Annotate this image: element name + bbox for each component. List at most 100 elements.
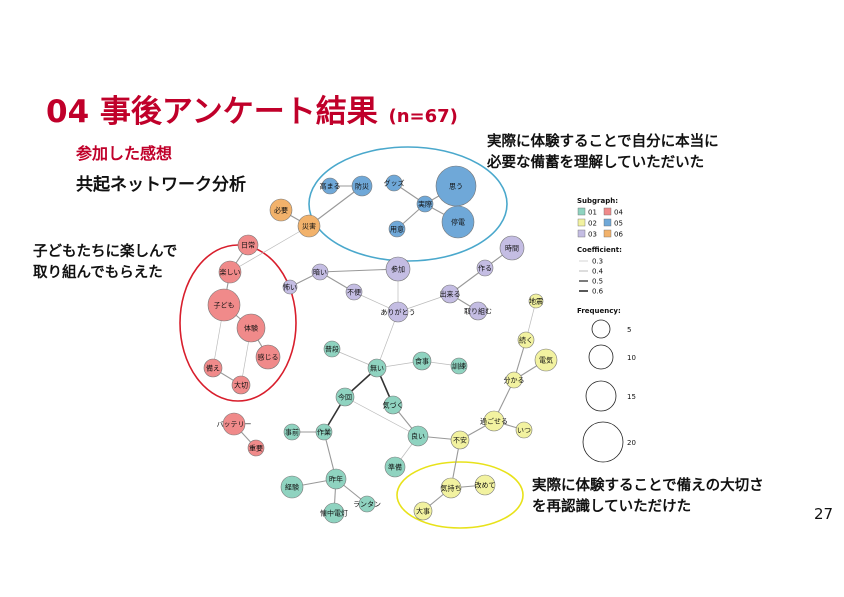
node-label-n43: 気づく: [383, 401, 404, 410]
title-sample-size: (n=67): [388, 106, 458, 127]
node-n42: [335, 387, 355, 407]
annotation-blue-line-2: 必要な備蓄を理解していただいた: [487, 155, 705, 171]
network-nodes: 思う停電実際グッズ防災高まる用意必要災害時間作る参加暗い怖い不便出来るありがとう…: [203, 165, 558, 524]
node-n11: [476, 259, 494, 277]
node-label-n35: 気持ち: [441, 484, 462, 493]
node-label-n25: 大切: [234, 381, 248, 390]
node-n33: [515, 421, 533, 439]
node-label-n48: 経験: [285, 483, 299, 492]
node-n15: [345, 283, 363, 301]
node-n49: [325, 468, 347, 490]
node-label-n10: 時間: [505, 245, 519, 253]
page-number: 27: [814, 505, 834, 523]
legend-swatch-06: [603, 229, 612, 238]
node-n16: [440, 284, 460, 304]
annotation-blue-line-1: 実際に体験することで自分に本当に: [487, 134, 719, 150]
legend-frequency-label-15: 15: [627, 393, 636, 401]
legend-swatch-05: [603, 218, 612, 227]
node-n13: [311, 263, 329, 281]
node-label-n41: 訓練: [452, 362, 466, 371]
edge-n13-n12: [319, 268, 399, 273]
legend-coefficient-label-0: 0.3: [592, 258, 603, 266]
node-label-n19: 日常: [241, 241, 255, 250]
node-n36: [474, 474, 496, 496]
node-label-n1: 思う: [449, 183, 463, 191]
node-n21: [207, 288, 241, 322]
node-n48: [280, 475, 304, 499]
node-n25: [231, 375, 251, 395]
legend-coefficient-label-1: 0.4: [592, 268, 604, 276]
node-label-n42: 今回: [338, 393, 352, 402]
node-n32: [483, 410, 505, 432]
node-n44: [283, 423, 301, 441]
legend-swatch-04: [603, 207, 612, 216]
annotation-red: 子どもたちに楽しんで 取り組んでもらえた: [33, 242, 177, 284]
node-n35: [440, 477, 462, 499]
node-label-n4: グッズ: [384, 179, 405, 188]
node-label-n40: 食事: [415, 357, 429, 366]
legend-frequency-circle-15: [585, 380, 617, 412]
node-label-n45: 作業: [317, 428, 331, 437]
legend-coefficient-title: Coefficient:: [577, 246, 622, 254]
node-n2: [441, 205, 475, 239]
node-label-n15: 不便: [347, 288, 361, 297]
node-n3: [416, 195, 434, 213]
edge-n42-n46: [344, 396, 419, 437]
node-label-n24: 備え: [206, 364, 220, 373]
node-n20: [218, 260, 242, 284]
node-n10: [499, 235, 525, 261]
node-n14: [282, 279, 298, 295]
legend-frequency-circle-10: [588, 344, 614, 370]
node-n22: [236, 313, 266, 343]
node-label-n14: 怖い: [283, 283, 297, 292]
annotation-yellow-line-1: 実際に体験することで備えの大切さ: [532, 478, 764, 494]
node-label-n16: 出来る: [440, 290, 461, 299]
legend-subgraph-label-01: 01: [588, 209, 597, 217]
node-n45: [315, 423, 333, 441]
node-n9: [297, 214, 321, 238]
node-label-n13: 暗い: [313, 268, 327, 277]
annotation-blue: 実際に体験することで自分に本当に 必要な備蓄を理解していただいた: [487, 132, 719, 174]
node-label-n33: いつ: [517, 427, 531, 435]
node-label-n34: 不安: [453, 436, 467, 445]
page-title: 04 事後アンケート結果 (n=67): [46, 86, 458, 131]
node-label-n29: 続く: [519, 336, 533, 345]
node-label-n26: バッテリー: [217, 421, 252, 429]
node-label-n36: 改めて: [475, 481, 496, 490]
node-n26: [222, 412, 246, 436]
annotation-red-line-1: 子どもたちに楽しんで: [33, 244, 178, 260]
legend-swatch-01: [577, 207, 586, 216]
node-n29: [517, 331, 535, 349]
node-n8: [269, 198, 293, 222]
node-n12: [385, 256, 411, 282]
node-label-n6: 高まる: [320, 182, 341, 191]
node-n41: [450, 357, 468, 375]
node-n39: [367, 358, 387, 378]
node-n24: [203, 358, 223, 378]
node-label-n23: 感じる: [258, 353, 279, 362]
legend-frequency-circle-20: [582, 421, 624, 463]
node-label-n5: 防災: [355, 182, 369, 191]
node-n23: [255, 344, 281, 370]
highlight-ellipse-blue: [308, 146, 508, 262]
analysis-label: 共起ネットワーク分析: [76, 175, 246, 195]
legend-swatch-02: [577, 218, 586, 227]
node-n18: [468, 301, 488, 321]
legend-subgraph-label-02: 02: [588, 220, 597, 228]
node-label-n32: 過ごせる: [480, 417, 508, 426]
legend-subgraph-label-05: 05: [614, 220, 623, 228]
node-label-n3: 実際: [418, 200, 432, 209]
node-label-n21: 子ども: [214, 302, 235, 310]
legend-subgraph-title: Subgraph:: [577, 197, 618, 205]
node-n47: [384, 456, 406, 478]
annotation-yellow: 実際に体験することで備えの大切さ を再認識していただけた: [532, 476, 764, 518]
node-label-n37: 大事: [416, 507, 430, 516]
node-n7: [388, 220, 406, 238]
node-label-n18: 取り組む: [464, 307, 492, 316]
legend-frequency-label-10: 10: [627, 354, 636, 362]
node-n27: [247, 439, 265, 457]
legend-frequency-title: Frequency:: [577, 307, 621, 315]
legend-frequency-label-5: 5: [627, 326, 631, 334]
